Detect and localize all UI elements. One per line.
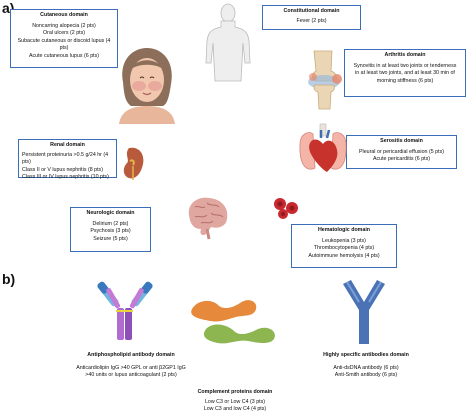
arthritis-domain-title: Arthritis domain: [384, 52, 426, 58]
brain-icon: [188, 197, 228, 240]
kidney-icon: [123, 147, 144, 180]
serositis-domain-title: Serositis domain: [380, 138, 423, 144]
serositis-item: Pleural or pericardial effusion (5 pts): [359, 148, 444, 155]
antibodies-domain-title: Highly specific antibodies domain: [323, 352, 409, 358]
neurologic-item: Seizure (5 pts): [93, 235, 128, 242]
woman-face-icon: [119, 48, 175, 124]
cutaneous-domain-title: Cutaneous domain: [40, 12, 88, 18]
cutaneous-item: Acute cutaneous lupus (6 pts): [28, 52, 100, 59]
constitutional-domain-box: Constitutional domain Fever (2 pts): [262, 5, 361, 30]
hematologic-domain-box: Hematologic domain Leukopenia (3 pts) Th…: [291, 224, 397, 268]
renal-domain-title: Renal domain: [50, 142, 85, 148]
constitutional-domain-title: Constitutional domain: [283, 8, 340, 14]
cutaneous-item: Subacute cutaneous or discoid lupus (4 p…: [17, 37, 111, 52]
cutaneous-item: Oral ulcers (2 pts): [42, 30, 86, 37]
complement-domain-title: Complement proteins domain: [197, 389, 273, 395]
neurologic-item: Psychosis (3 pts): [90, 228, 131, 235]
antiphospholipid-domain-title: Antiphospholipid antibody domain: [87, 352, 175, 358]
knee-joint-icon: [308, 50, 342, 110]
human-silhouette-icon: [205, 3, 251, 82]
neurologic-domain-title: Neurologic domain: [86, 210, 135, 216]
serositis-item: Acute pericarditis (6 pts): [372, 156, 431, 163]
red-blood-cells-icon: [274, 198, 298, 219]
constitutional-item: Fever (2 pts): [296, 17, 327, 24]
hematologic-item: Thrombocytopenia (4 pts): [313, 245, 375, 252]
complement-item: Low C3 and low C4 (4 pts): [203, 406, 267, 413]
cutaneous-item: Noncarring alopecia (2 pts): [32, 22, 96, 29]
antibodies-domain-text: Highly specific antibodies domain Anti-d…: [312, 352, 420, 380]
hematologic-item: Leukopenia (3 pts): [322, 237, 366, 244]
serositis-domain-box: Serositis domain Pleural or pericardial …: [346, 135, 457, 169]
cutaneous-domain-box: Cutaneous domain Noncarring alopecia (2 …: [10, 9, 118, 68]
hematologic-domain-title: Hematologic domain: [317, 227, 371, 233]
renal-item: Class II or V lupus nephritis (8 pts): [22, 166, 103, 173]
panel-label-b: b): [2, 271, 16, 287]
antibodies-item: Anti-Smith antibody (6 pts): [334, 372, 398, 379]
antiphospholipid-item: >40 units or lupus anticoagulant (2 pts): [85, 372, 177, 379]
complement-protein-icon: [191, 300, 275, 344]
arthritis-item: Synovitis in at least two joints or tend…: [353, 62, 457, 69]
y-antibody-icon: [343, 280, 385, 344]
arthritis-item: in at least two joints, and at least 30 …: [355, 70, 455, 77]
renal-domain-box: Renal domain Persistent proteinuria >0.5…: [18, 139, 117, 180]
complement-item: Low C3 or Low C4 (3 pts): [204, 398, 266, 405]
antibodies-item: Anti-dsDNA antibody (6 pts): [333, 364, 399, 371]
heart-lungs-icon: [299, 123, 347, 172]
complement-domain-text: Complement proteins domain Low C3 or Low…: [185, 389, 285, 414]
antiphospholipid-domain-text: Antiphospholipid antibody domain Anticar…: [66, 352, 196, 380]
arthritis-item: morning stiffness (6 pts): [376, 77, 434, 84]
arthritis-domain-box: Arthritis domain Synovitis in at least t…: [344, 49, 466, 97]
hematologic-item: Autoimmune hemolysis (4 pts): [308, 252, 380, 259]
antiphospholipid-item: Anticardiolipin IgG >40 GPL or anti β2GP…: [76, 364, 186, 371]
renal-item: Persistent proteinuria >0.5 g/24 hr (4 p…: [22, 151, 109, 166]
neurologic-domain-box: Neurologic domain Delirium (2 pts) Psych…: [70, 207, 151, 252]
antiphospholipid-antibody-icon: [97, 281, 153, 340]
neurologic-item: Delirium (2 pts): [92, 220, 129, 227]
renal-item: Class III or IV lupus nephritis (10 pts): [22, 174, 109, 181]
